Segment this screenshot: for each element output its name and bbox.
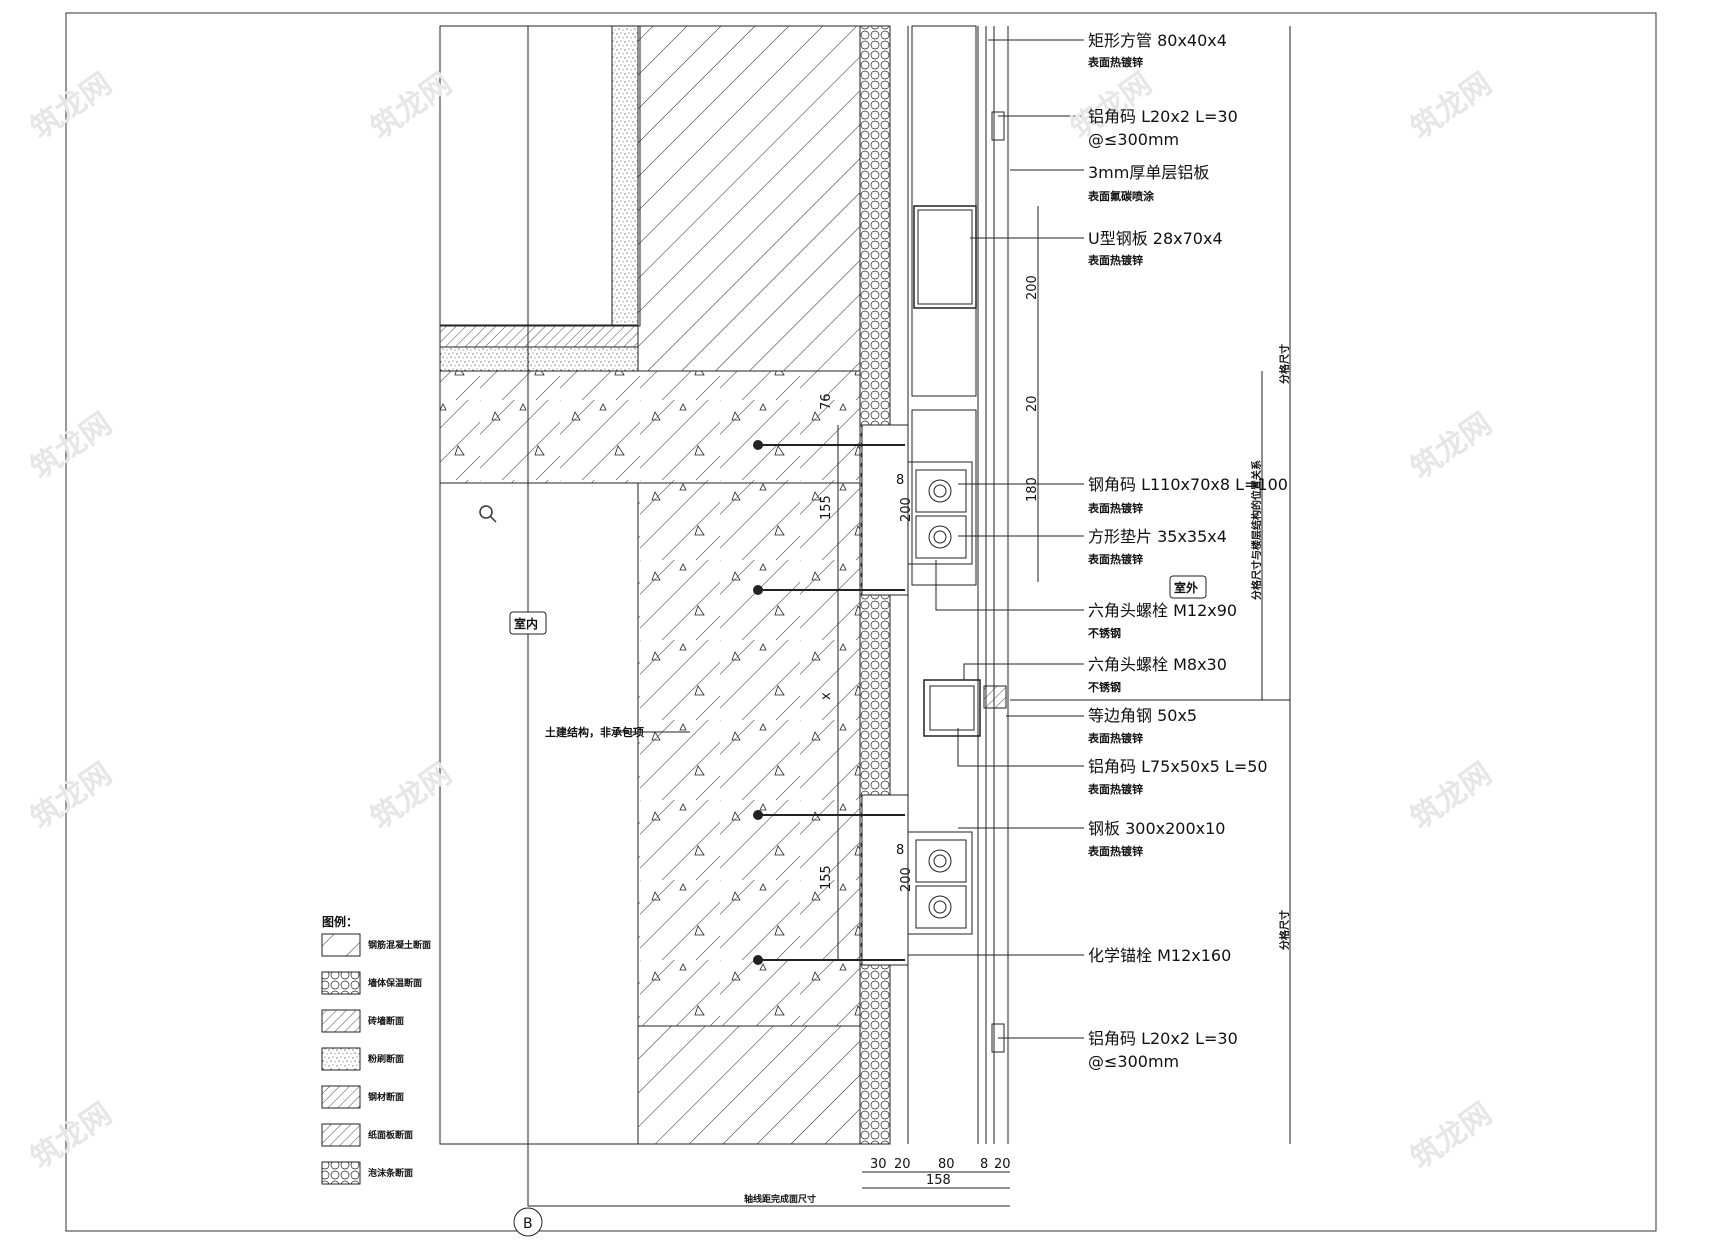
svg-text:x: x [819, 692, 834, 700]
svg-text:筑龙网: 筑龙网 [1405, 1096, 1499, 1176]
axis-bubble [513, 1207, 543, 1237]
dimension-labels: 200 20 180 76 155 200 8 x 155 200 8 30 2… [523, 275, 1291, 1232]
svg-text:B: B [523, 1216, 533, 1232]
lower-bolt-1 [915, 839, 967, 883]
svg-text:表面热镀锌: 表面热镀锌 [1087, 782, 1143, 796]
svg-text:20: 20 [994, 1157, 1011, 1172]
svg-text:表面热镀锌: 表面热镀锌 [1087, 253, 1143, 267]
svg-text:76: 76 [819, 393, 834, 410]
svg-text:筑龙网: 筑龙网 [25, 406, 119, 486]
floor-finish [439, 324, 639, 348]
lower-embed-plate [861, 794, 909, 966]
svg-text:8: 8 [896, 473, 904, 488]
svg-text:155: 155 [819, 495, 834, 520]
svg-text:@≤300mm: @≤300mm [1088, 130, 1179, 149]
legend-swatches [321, 933, 361, 1185]
svg-text:纸面板断面: 纸面板断面 [368, 1129, 413, 1141]
svg-text:筑龙网: 筑龙网 [1405, 756, 1499, 836]
svg-text:泡沫条断面: 泡沫条断面 [368, 1167, 413, 1179]
svg-text:钢材断面: 钢材断面 [368, 1091, 404, 1103]
svg-text:表面热镀锌: 表面热镀锌 [1087, 844, 1143, 858]
drawing-frame [65, 12, 1657, 1232]
svg-text:六角头螺栓 M12x90: 六角头螺栓 M12x90 [1088, 601, 1237, 620]
tag-outdoor: 室外 [1169, 575, 1207, 599]
upper-embed-plate [861, 424, 909, 596]
svg-text:筑龙网: 筑龙网 [1405, 66, 1499, 146]
svg-text:U型钢板 28x70x4: U型钢板 28x70x4 [1088, 229, 1223, 248]
svg-text:轴线距完成面尺寸: 轴线距完成面尺寸 [744, 1193, 816, 1205]
concrete-slab [439, 370, 861, 484]
lower-bolt-2 [915, 885, 967, 929]
svg-text:表面热镀锌: 表面热镀锌 [1087, 552, 1143, 566]
svg-text:粉刷断面: 粉刷断面 [368, 1053, 404, 1065]
concrete-beam [637, 482, 861, 1027]
structure-note: 土建结构，非承包项 [545, 725, 644, 739]
svg-text:筑龙网: 筑龙网 [25, 1096, 119, 1176]
svg-text:室内: 室内 [514, 616, 538, 631]
svg-text:表面热镀锌: 表面热镀锌 [1087, 731, 1143, 745]
svg-text:铝角码 L20x2 L=30: 铝角码 L20x2 L=30 [1088, 1029, 1238, 1048]
equal-angle [983, 685, 1007, 709]
svg-text:六角头螺栓 M8x30: 六角头螺栓 M8x30 [1088, 655, 1227, 674]
indoor-space [439, 482, 639, 1145]
svg-text:8: 8 [896, 843, 904, 858]
svg-text:表面氟碳喷涂: 表面氟碳喷涂 [1087, 189, 1155, 203]
svg-text:筑龙网: 筑龙网 [25, 756, 119, 836]
svg-text:化学锚栓 M12x160: 化学锚栓 M12x160 [1088, 946, 1231, 965]
svg-text:筑龙网: 筑龙网 [25, 66, 119, 146]
svg-text:200: 200 [899, 497, 914, 522]
svg-text:钢角码 L110x70x8 L=100: 钢角码 L110x70x8 L=100 [1088, 475, 1288, 494]
brick-wall-lower [637, 1025, 861, 1145]
svg-text:钢筋混凝土断面: 钢筋混凝土断面 [368, 939, 431, 951]
svg-text:180: 180 [1025, 477, 1040, 502]
svg-text:20: 20 [1025, 395, 1040, 412]
middle-tube [923, 679, 981, 737]
svg-text:80: 80 [938, 1157, 955, 1172]
plaster-strip [611, 25, 639, 327]
svg-text:@≤300mm: @≤300mm [1088, 1052, 1179, 1071]
svg-text:钢板 300x200x10: 钢板 300x200x10 [1088, 819, 1225, 838]
svg-text:铝角码 L75x50x5 L=50: 铝角码 L75x50x5 L=50 [1088, 757, 1268, 776]
svg-text:砖墙断面: 砖墙断面 [368, 1015, 404, 1027]
svg-text:等边角钢 50x5: 等边角钢 50x5 [1088, 706, 1197, 725]
brick-wall-upper [637, 25, 861, 372]
svg-text:200: 200 [1025, 275, 1040, 300]
svg-text:158: 158 [926, 1173, 951, 1188]
svg-text:图例：: 图例： [322, 914, 358, 929]
svg-text:20: 20 [894, 1157, 911, 1172]
top-clip [991, 111, 1005, 141]
svg-text:方形垫片 35x35x4: 方形垫片 35x35x4 [1088, 527, 1227, 546]
rect-tube [911, 25, 977, 397]
u-channel [913, 205, 977, 309]
svg-text:矩形方管 80x40x4: 矩形方管 80x40x4 [1088, 31, 1227, 50]
svg-text:3mm厚单层铝板: 3mm厚单层铝板 [1088, 163, 1209, 182]
svg-text:155: 155 [819, 865, 834, 890]
svg-text:分格尺寸: 分格尺寸 [1278, 344, 1291, 384]
zoom-icon[interactable] [479, 505, 497, 523]
upper-bolt-1 [915, 469, 967, 513]
svg-text:筑龙网: 筑龙网 [365, 66, 459, 146]
upper-bolt-2 [915, 515, 967, 559]
annotation-labels: 矩形方管 80x40x4 表面热镀锌 铝角码 L20x2 L=30 @≤300m… [1087, 31, 1288, 1071]
svg-text:不锈钢: 不锈钢 [1088, 626, 1121, 640]
floor-screed [439, 346, 639, 372]
svg-text:表面热镀锌: 表面热镀锌 [1087, 55, 1143, 69]
svg-text:墙体保温断面: 墙体保温断面 [368, 977, 422, 989]
svg-text:8: 8 [980, 1157, 988, 1172]
chemical-anchors [758, 444, 905, 961]
indoor-area [439, 25, 641, 327]
svg-text:不锈钢: 不锈钢 [1088, 680, 1121, 694]
legend-text: 图例： 钢筋混凝土断面 墙体保温断面 砖墙断面 粉刷断面 钢材断面 纸面板断面 … [322, 914, 431, 1179]
svg-text:分格尺寸与楼层结构的位置关系: 分格尺寸与楼层结构的位置关系 [1250, 460, 1263, 600]
svg-text:室外: 室外 [1174, 580, 1198, 595]
svg-text:分格尺寸: 分格尺寸 [1278, 910, 1291, 950]
svg-text:表面热镀锌: 表面热镀锌 [1087, 501, 1143, 515]
svg-text:30: 30 [870, 1157, 887, 1172]
svg-text:200: 200 [899, 867, 914, 892]
tag-indoor: 室内 [509, 611, 547, 635]
svg-text:铝角码 L20x2 L=30: 铝角码 L20x2 L=30 [1088, 107, 1238, 126]
svg-text:筑龙网: 筑龙网 [1405, 406, 1499, 486]
upper-steel-bracket [911, 409, 977, 586]
